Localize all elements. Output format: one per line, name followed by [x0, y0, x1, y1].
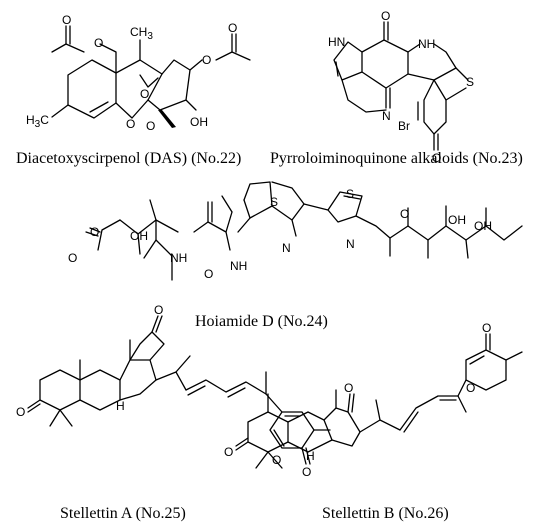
atom-label: OH	[448, 213, 466, 227]
atom-label: O	[126, 117, 135, 131]
atom-label: O	[90, 225, 99, 239]
atom-label: N	[382, 109, 391, 123]
atom-label: OH	[190, 115, 208, 129]
hoiamide-atom-labels: O O OH NH O NH S N S N O OH OH	[68, 187, 492, 281]
atom-label: CH3	[130, 25, 153, 42]
atom-label: O	[400, 207, 409, 221]
atom-label: S	[346, 187, 354, 201]
atom-label: NH	[170, 251, 187, 265]
atom-label: N	[282, 241, 291, 255]
atom-label: S	[270, 195, 278, 209]
atom-label: O	[16, 405, 25, 419]
caption-stellettin-a: Stellettin A (No.25)	[60, 505, 186, 522]
das-bonds	[51, 25, 251, 119]
das-wedge	[158, 110, 176, 128]
atom-label: HN	[328, 35, 345, 49]
atom-label: OH	[130, 229, 148, 243]
pyrrolo-atom-labels: HN O NH S N Br O	[328, 9, 474, 165]
atom-label: O	[381, 9, 390, 23]
atom-label: NH	[230, 259, 247, 273]
structure-stellettin-b: O O O H O	[224, 321, 523, 469]
atom-label: O	[204, 267, 213, 281]
structure-stellettin-a: O O H O O	[16, 303, 331, 479]
atom-label: O	[140, 87, 149, 101]
atom-label: O	[432, 151, 441, 165]
atom-label: O	[272, 453, 281, 467]
structure-pyrroloiminoquinone: HN O NH S N Br O	[328, 9, 474, 165]
stellettin-b-atom-labels: O O O H O	[224, 321, 491, 463]
atom-label: O	[68, 251, 77, 265]
atom-label: O	[228, 21, 237, 35]
atom-label: O	[62, 13, 71, 27]
atom-label: NH	[418, 37, 435, 51]
atom-label: O	[94, 36, 103, 50]
atom-label: O	[344, 381, 353, 395]
das-atom-labels: O O CH3 O O O H3C O O OH	[26, 13, 237, 133]
pyrrolo-bonds	[333, 21, 469, 151]
caption-pyrroloiminoquinone: Pyrroloiminoquinone alkaloids (No.23)	[270, 150, 523, 167]
structure-hoiamide-d: O O OH NH O NH S N S N O OH OH	[68, 181, 523, 281]
stellettin-a-bonds	[27, 315, 331, 465]
atom-label: O	[466, 381, 475, 395]
atom-label: H	[116, 399, 125, 413]
atom-label: Br	[398, 119, 410, 133]
atom-label: O	[146, 119, 155, 133]
atom-label: O	[202, 53, 211, 67]
atom-label: O	[302, 465, 311, 479]
stellettin-b-bonds	[235, 333, 523, 469]
stellettin-a-atom-labels: O O H O O	[16, 303, 311, 479]
caption-stellettin-b: Stellettin B (No.26)	[322, 505, 449, 522]
atom-label: N	[346, 237, 355, 251]
atom-label: O	[482, 321, 491, 335]
atom-label: O	[224, 445, 233, 459]
hoiamide-bonds	[85, 181, 523, 281]
atom-label: H3C	[26, 113, 49, 130]
caption-das: Diacetoxyscirpenol (DAS) (No.22)	[16, 150, 241, 167]
atom-label: H	[306, 449, 315, 463]
atom-label: O	[154, 303, 163, 317]
atom-label: OH	[474, 219, 492, 233]
caption-hoiamide-d: Hoiamide D (No.24)	[195, 313, 328, 330]
atom-label: S	[466, 75, 474, 89]
structure-das: O O CH3 O O O H3C O O OH	[26, 13, 251, 133]
